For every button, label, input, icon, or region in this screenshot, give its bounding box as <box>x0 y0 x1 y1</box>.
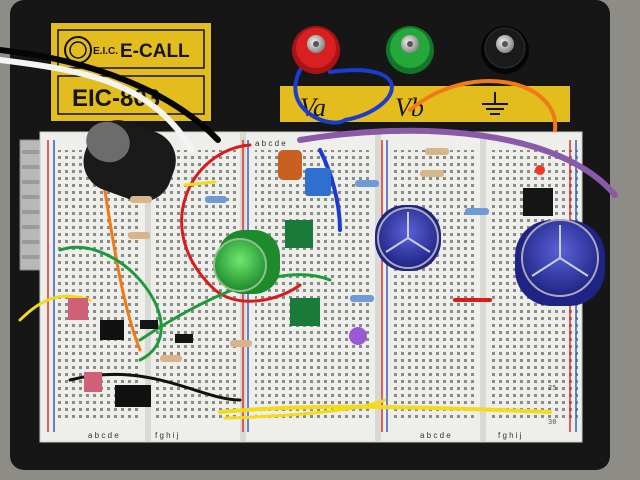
ceramic-capacitor-pink-2 <box>84 372 102 392</box>
wire-red-left <box>180 143 302 303</box>
row-number-bottom-30: 30 <box>548 418 556 426</box>
wire-white <box>0 57 195 153</box>
wire-purple <box>297 127 618 198</box>
terminal-green[interactable] <box>386 26 434 74</box>
resistor <box>350 295 374 302</box>
ic-chip-3 <box>115 385 151 407</box>
resistor <box>425 148 449 155</box>
terminal-label-vb: Vb <box>395 93 424 122</box>
capacitor-green <box>213 230 280 294</box>
resistor <box>355 180 379 187</box>
resistor <box>160 355 182 362</box>
column-letters-right-bottom-2: f g h i j <box>498 431 522 440</box>
led-red <box>535 165 545 175</box>
trimmer-potentiometer[interactable] <box>305 168 331 196</box>
row-number-bottom-25: 25 <box>548 384 556 392</box>
column-letters-left-bottom-2: a b c d e <box>420 431 451 440</box>
resistor <box>128 232 150 239</box>
wire-yellow-bottom <box>218 404 552 414</box>
column-letters-top: a b c d e <box>255 139 286 148</box>
terminal-red[interactable] <box>292 26 340 74</box>
resistor <box>465 208 489 215</box>
capacitor-purple <box>349 327 367 345</box>
ic-chip-2 <box>290 298 320 326</box>
resistor <box>205 196 227 203</box>
transistor-to220 <box>523 188 553 216</box>
wire-yellow-bottom-2 <box>223 398 387 420</box>
wire-black-top <box>0 47 221 143</box>
wire-yellow-top <box>183 180 217 187</box>
diode-1 <box>140 320 158 329</box>
capacitor-blue-right <box>515 219 605 306</box>
ic-chip-1 <box>285 220 313 248</box>
wire-orange-top <box>408 79 558 132</box>
wire-blue-mid <box>318 148 342 232</box>
company-seal-text: E.I.C. <box>93 46 118 57</box>
terminal-label-strip <box>280 86 570 122</box>
wire-green-loop <box>58 246 163 362</box>
ic-chip-4 <box>100 320 124 340</box>
resistor <box>230 340 252 347</box>
column-letters-right-bottom: f g h i j <box>155 431 179 440</box>
resistor <box>130 196 152 203</box>
capacitor-blue-center <box>375 205 441 271</box>
resistors <box>128 148 489 362</box>
ceramic-capacitor-orange <box>278 150 302 180</box>
column-letters-left-bottom: a b c d e <box>88 431 119 440</box>
diode-2 <box>175 334 193 343</box>
wire-yellow-left <box>18 294 92 322</box>
resistor <box>420 170 444 177</box>
ceramic-capacitor-pink <box>68 298 88 320</box>
terminal-black[interactable] <box>481 26 529 74</box>
large-capacitor-black <box>83 120 176 202</box>
ground-symbol-icon <box>482 92 508 115</box>
brand-name: E-CALL <box>120 41 190 62</box>
wire-blue-loop <box>293 68 394 125</box>
